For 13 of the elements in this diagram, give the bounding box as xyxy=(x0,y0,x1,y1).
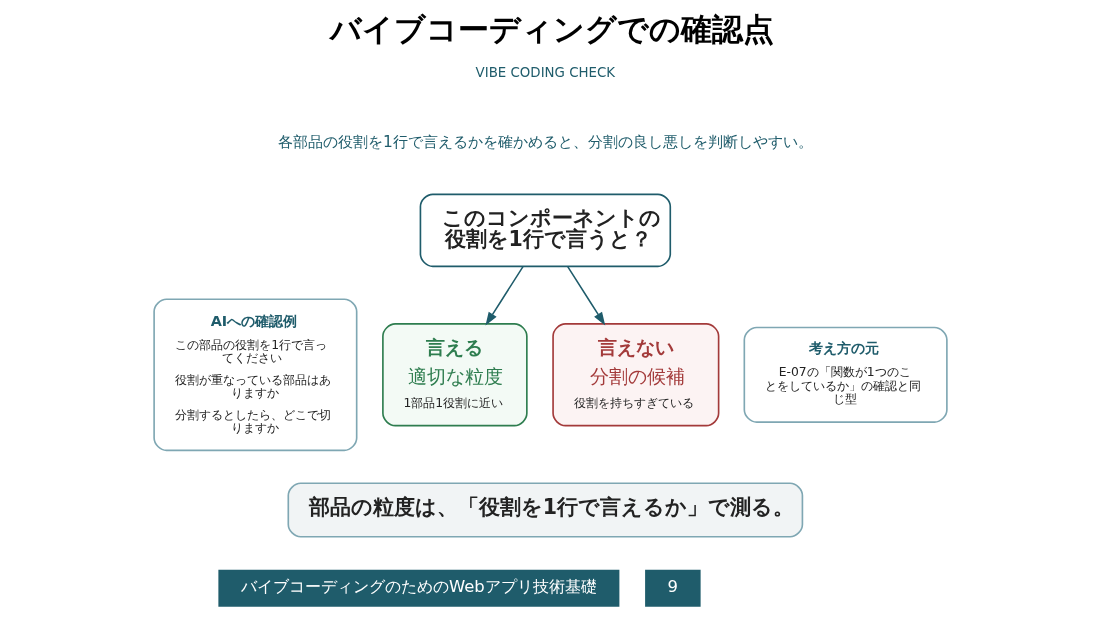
arrow xyxy=(566,265,605,326)
label: VIBE CODING CHECK xyxy=(475,64,615,80)
node-box: 言えない 分割の候補 役割を持ちすぎている xyxy=(551,323,719,427)
node-box: 考え方の元 E-07の「関数が1つのことをしているか」の確認と同じ型 xyxy=(743,326,948,423)
node-box: このコンポーネントの役割を1行で言うと？ xyxy=(419,193,671,268)
arrow xyxy=(484,265,524,326)
node-box: 部品の粒度は、「役割を1行で言えるか」で測る。 xyxy=(286,482,803,538)
node-box: 言える 適切な粒度 1部品1役割に近い xyxy=(381,323,528,427)
node-box: AIへの確認例 この部品の役割を1行で言ってください 役割が重なっている部品はありますか 分割するとしたら、どこで切りますか xyxy=(152,298,357,452)
diagram-title: バイブコーディングでの確認点 xyxy=(329,11,774,48)
label: 9 xyxy=(667,577,678,597)
label: 各部品の役割を1行で言えるかを確かめると、分割の良し悪しを判断しやすい。 xyxy=(277,132,813,151)
label: バイブコーディングのためのWebアプリ技術基礎 xyxy=(240,577,597,597)
